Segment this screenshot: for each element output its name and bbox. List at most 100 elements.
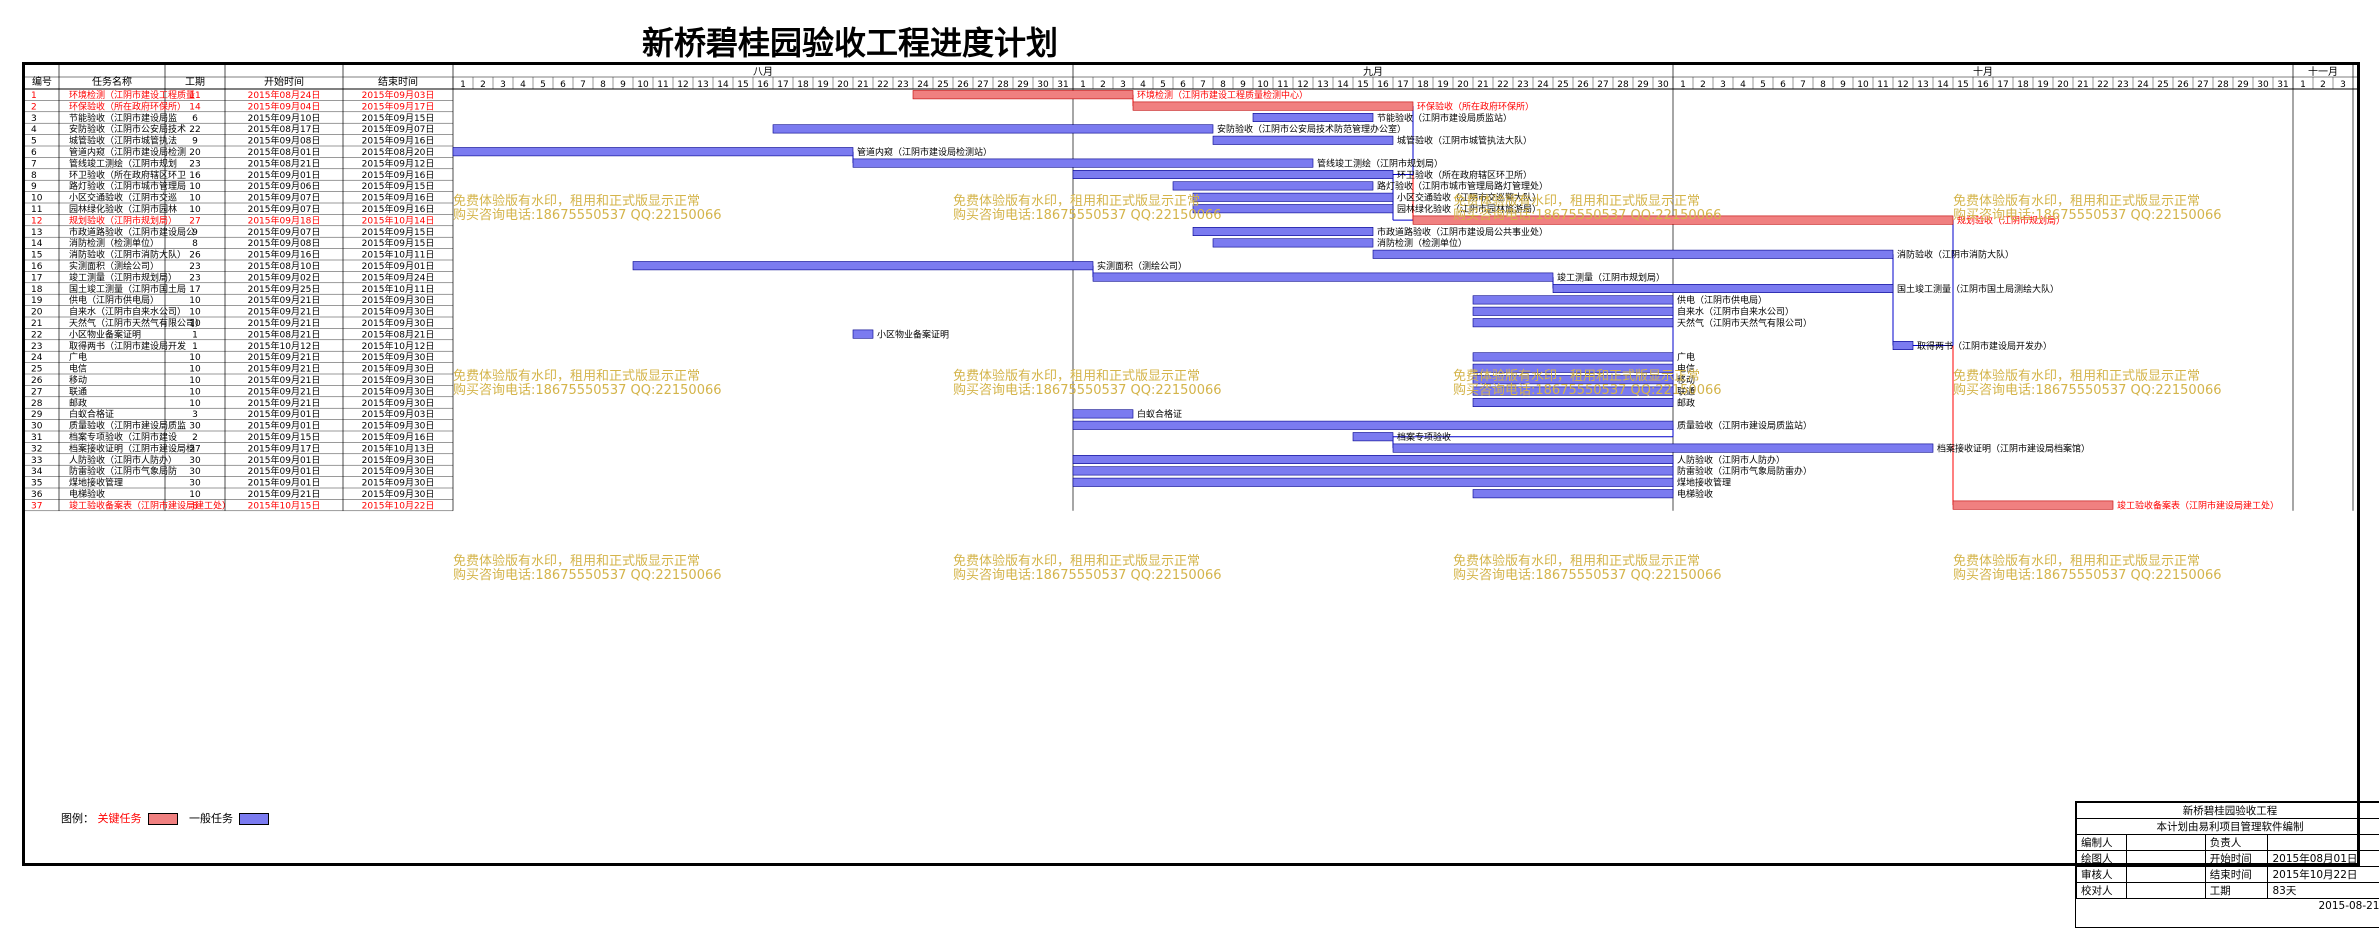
task-duration: 1 <box>192 330 198 340</box>
day-label: 30 <box>2257 80 2269 90</box>
task-duration: 27 <box>189 444 200 454</box>
task-end: 2015年09月15日 <box>362 112 435 124</box>
watermark-line2: 购买咨询电话:18675550537 QQ:22150066 <box>1453 567 1722 583</box>
task-id: 7 <box>31 159 37 169</box>
task-start: 2015年09月04日 <box>248 100 321 112</box>
bar-label: 环卫验收（所在政府辖区环卫所） <box>1397 169 1532 181</box>
day-label: 23 <box>1517 80 1528 90</box>
day-label: 29 <box>1017 80 1029 90</box>
watermark-line1: 免费体验版有水印，租用和正式版显示正常 <box>453 193 700 209</box>
task-duration: 10 <box>189 205 201 215</box>
task-end: 2015年09月16日 <box>362 169 435 181</box>
task-duration: 10 <box>189 376 201 386</box>
task-id: 26 <box>31 376 43 386</box>
day-label: 1 <box>460 80 466 90</box>
gantt-bar <box>1213 239 1373 247</box>
task-id: 22 <box>31 330 42 340</box>
column-header-id: 编号 <box>32 75 52 88</box>
task-start: 2015年09月21日 <box>248 385 321 397</box>
titleblock-key: 编制人 <box>2077 835 2127 851</box>
task-start: 2015年08月01日 <box>248 146 321 158</box>
watermark-line1: 免费体验版有水印，租用和正式版显示正常 <box>953 193 1200 209</box>
task-name: 联通 <box>69 386 87 397</box>
day-label: 7 <box>580 80 586 90</box>
legend-critical-swatch <box>148 813 178 825</box>
day-label: 7 <box>1800 80 1806 90</box>
task-name: 移动 <box>69 374 87 386</box>
task-id: 23 <box>31 342 42 352</box>
bar-label: 管线竣工测绘（江阴市规划局） <box>1317 157 1443 169</box>
task-id: 11 <box>31 205 42 215</box>
task-name: 消防验收（江阴市消防大队） <box>69 249 186 261</box>
bar-label: 取得两书（江阴市建设局开发办） <box>1917 340 2052 352</box>
task-duration: 10 <box>189 490 201 500</box>
task-duration: 23 <box>189 273 200 283</box>
gantt-bar <box>1133 102 1413 110</box>
task-end: 2015年10月11日 <box>362 283 435 295</box>
task-end: 2015年10月13日 <box>362 442 435 454</box>
day-label: 16 <box>757 80 769 90</box>
task-name: 市政道路验收（江阴市建设局公 <box>69 226 195 238</box>
bar-label: 路灯验收（江阴市城市管理局路灯管理处） <box>1377 180 1548 192</box>
day-label: 17 <box>1397 80 1408 90</box>
task-end: 2015年09月30日 <box>362 454 435 466</box>
day-label: 2 <box>1700 80 1706 90</box>
task-name: 节能验收（江阴市建设局监 <box>69 112 177 124</box>
gantt-bar <box>853 330 873 338</box>
task-name: 路灯验收（江阴市城市管理局 <box>69 180 186 192</box>
task-id: 4 <box>31 125 37 135</box>
bar-label: 市政道路验收（江阴市建设局公共事业处） <box>1377 226 1548 238</box>
task-duration: 23 <box>189 159 200 169</box>
watermark-line1: 免费体验版有水印，租用和正式版显示正常 <box>1453 553 1700 569</box>
task-start: 2015年09月21日 <box>248 317 321 329</box>
day-label: 9 <box>1240 80 1246 90</box>
task-id: 25 <box>31 365 42 375</box>
task-end: 2015年10月11日 <box>362 249 435 261</box>
task-start: 2015年08月24日 <box>248 89 321 101</box>
watermark-line2: 购买咨询电话:18675550537 QQ:22150066 <box>453 567 722 583</box>
day-label: 31 <box>2277 80 2288 90</box>
task-end: 2015年09月30日 <box>362 477 435 489</box>
bar-label: 竣工测量（江阴市规划局） <box>1557 271 1665 283</box>
task-start: 2015年09月08日 <box>248 135 321 147</box>
task-name: 质量验收（江阴市建设局质监 <box>69 420 186 432</box>
task-name: 白蚁合格证 <box>69 408 114 420</box>
task-end: 2015年10月12日 <box>362 340 435 352</box>
task-start: 2015年09月25日 <box>248 283 321 295</box>
gantt-bar <box>1073 421 1673 429</box>
gantt-bar <box>1073 455 1673 463</box>
bar-label: 防雷验收（江阴市气象局防雷办） <box>1677 465 1812 477</box>
task-end: 2015年09月15日 <box>362 237 435 249</box>
day-label: 11 <box>1277 80 1288 90</box>
titleblock-value <box>2126 851 2205 867</box>
titleblock-subtitle: 本计划由易利项目管理软件编制 <box>2077 819 2379 835</box>
watermark-line1: 免费体验版有水印，租用和正式版显示正常 <box>1453 368 1700 384</box>
legend-normal-swatch <box>239 813 269 825</box>
day-label: 11 <box>1877 80 1888 90</box>
watermark-line2: 购买咨询电话:18675550537 QQ:22150066 <box>953 207 1222 223</box>
watermark-line2: 购买咨询电话:18675550537 QQ:22150066 <box>1453 382 1722 398</box>
gantt-bar <box>1893 341 1913 349</box>
titleblock-value <box>2126 835 2205 851</box>
task-start: 2015年08月21日 <box>248 328 321 340</box>
task-end: 2015年09月30日 <box>362 385 435 397</box>
task-name: 档案接收证明（江阴市建设局档 <box>69 442 195 454</box>
day-label: 13 <box>1317 80 1328 90</box>
bar-label: 节能验收（江阴市建设局质监站） <box>1377 112 1512 124</box>
task-duration: 6 <box>192 114 198 124</box>
task-start: 2015年09月10日 <box>248 112 321 124</box>
task-id: 20 <box>31 308 43 318</box>
task-end: 2015年09月07日 <box>362 123 435 135</box>
day-label: 24 <box>1537 80 1549 90</box>
task-name: 竣工验收备案表（江阴市建设局建工处） <box>69 499 231 511</box>
day-label: 19 <box>817 80 829 90</box>
day-label: 21 <box>2077 80 2088 90</box>
month-label: 八月 <box>753 66 773 78</box>
task-duration: 10 <box>189 194 201 204</box>
bar-label: 城管验收（江阴市城管执法大队） <box>1397 135 1532 147</box>
task-duration: 9 <box>192 228 198 238</box>
day-label: 15 <box>1957 80 1968 90</box>
watermark-line2: 购买咨询电话:18675550537 QQ:22150066 <box>953 567 1222 583</box>
task-duration: 16 <box>189 171 201 181</box>
